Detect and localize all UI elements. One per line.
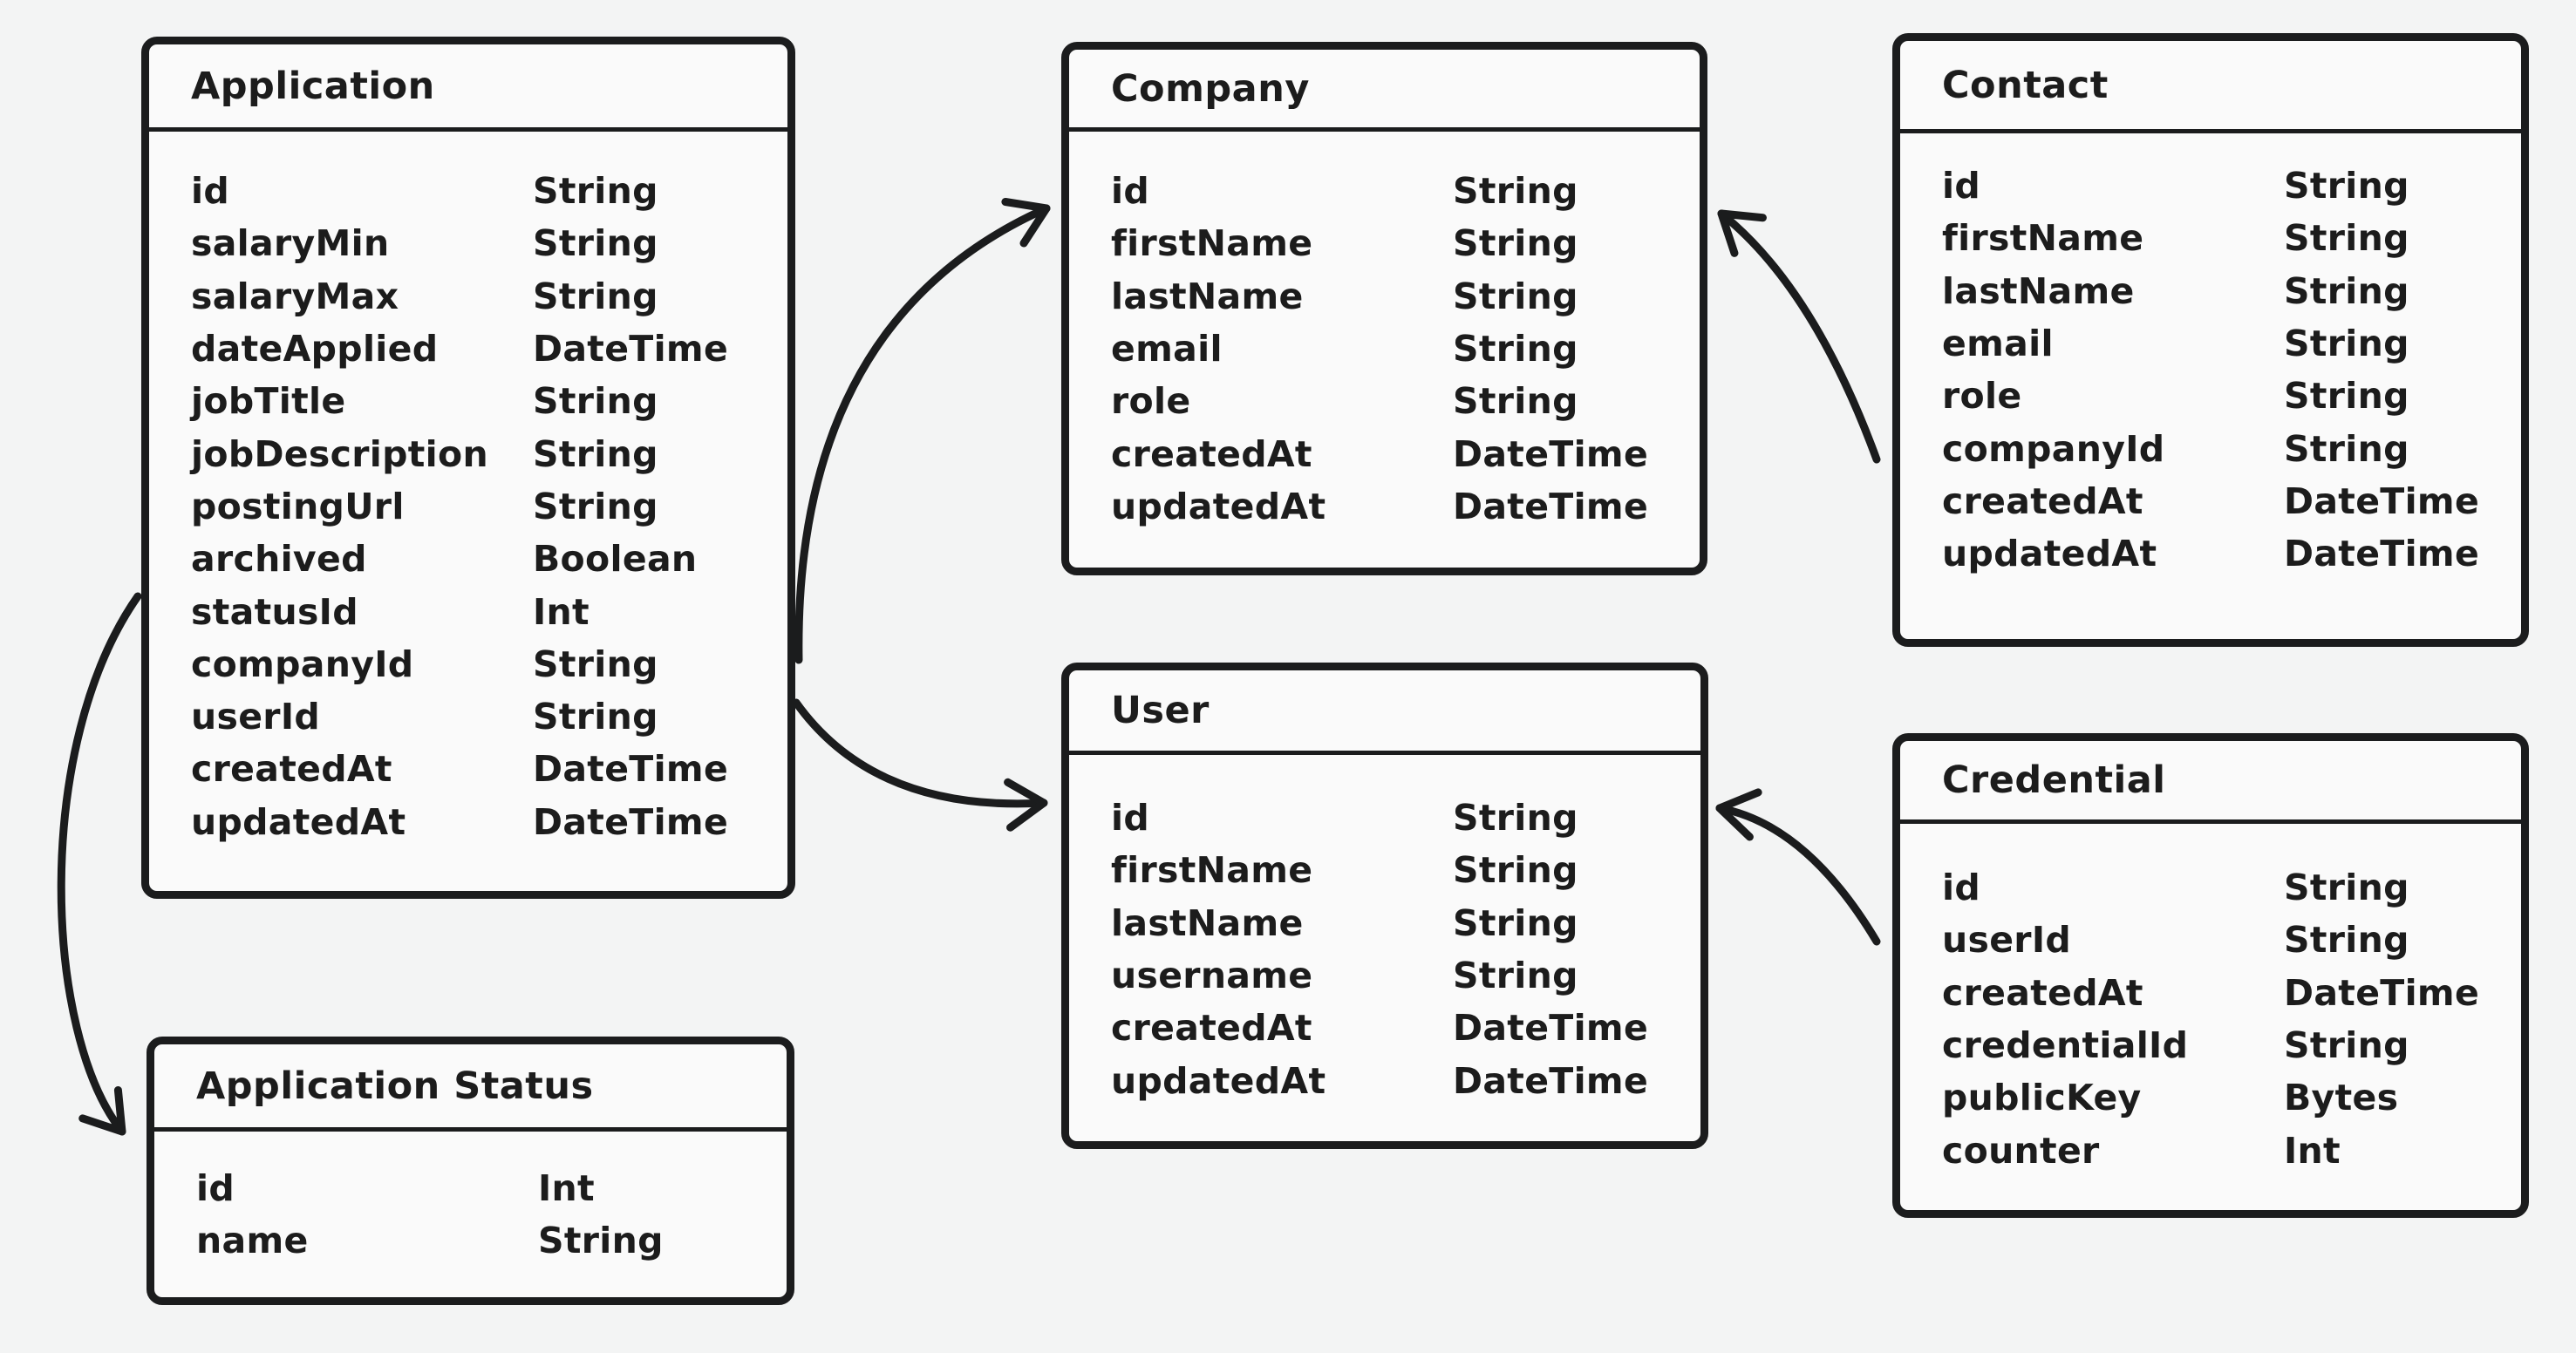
entity-application-status-title: Application Status [154, 1044, 787, 1132]
entity-company-title: Company [1069, 50, 1700, 132]
entity-user-title: User [1069, 670, 1700, 755]
entity-title-label: Application [191, 64, 435, 108]
entity-title-label: Contact [1942, 63, 2109, 107]
entity-contact-title: Contact [1900, 41, 2521, 133]
entity-application-title: Application [149, 44, 787, 132]
entity-credential-title: Credential [1900, 741, 2521, 824]
arrow-application-to-user[interactable] [792, 698, 1048, 832]
arrow-credential-to-user[interactable] [1715, 788, 1881, 946]
arrow-contact-to-company[interactable] [1717, 209, 1881, 464]
arrow-application-to-application-status[interactable] [57, 592, 142, 1136]
entity-title-label: Credential [1942, 758, 2166, 802]
entity-title-label: User [1111, 689, 1210, 732]
arrow-application-to-company[interactable] [794, 198, 1051, 664]
entity-title-label: Company [1111, 66, 1310, 111]
entity-title-label: Application Status [196, 1064, 594, 1108]
